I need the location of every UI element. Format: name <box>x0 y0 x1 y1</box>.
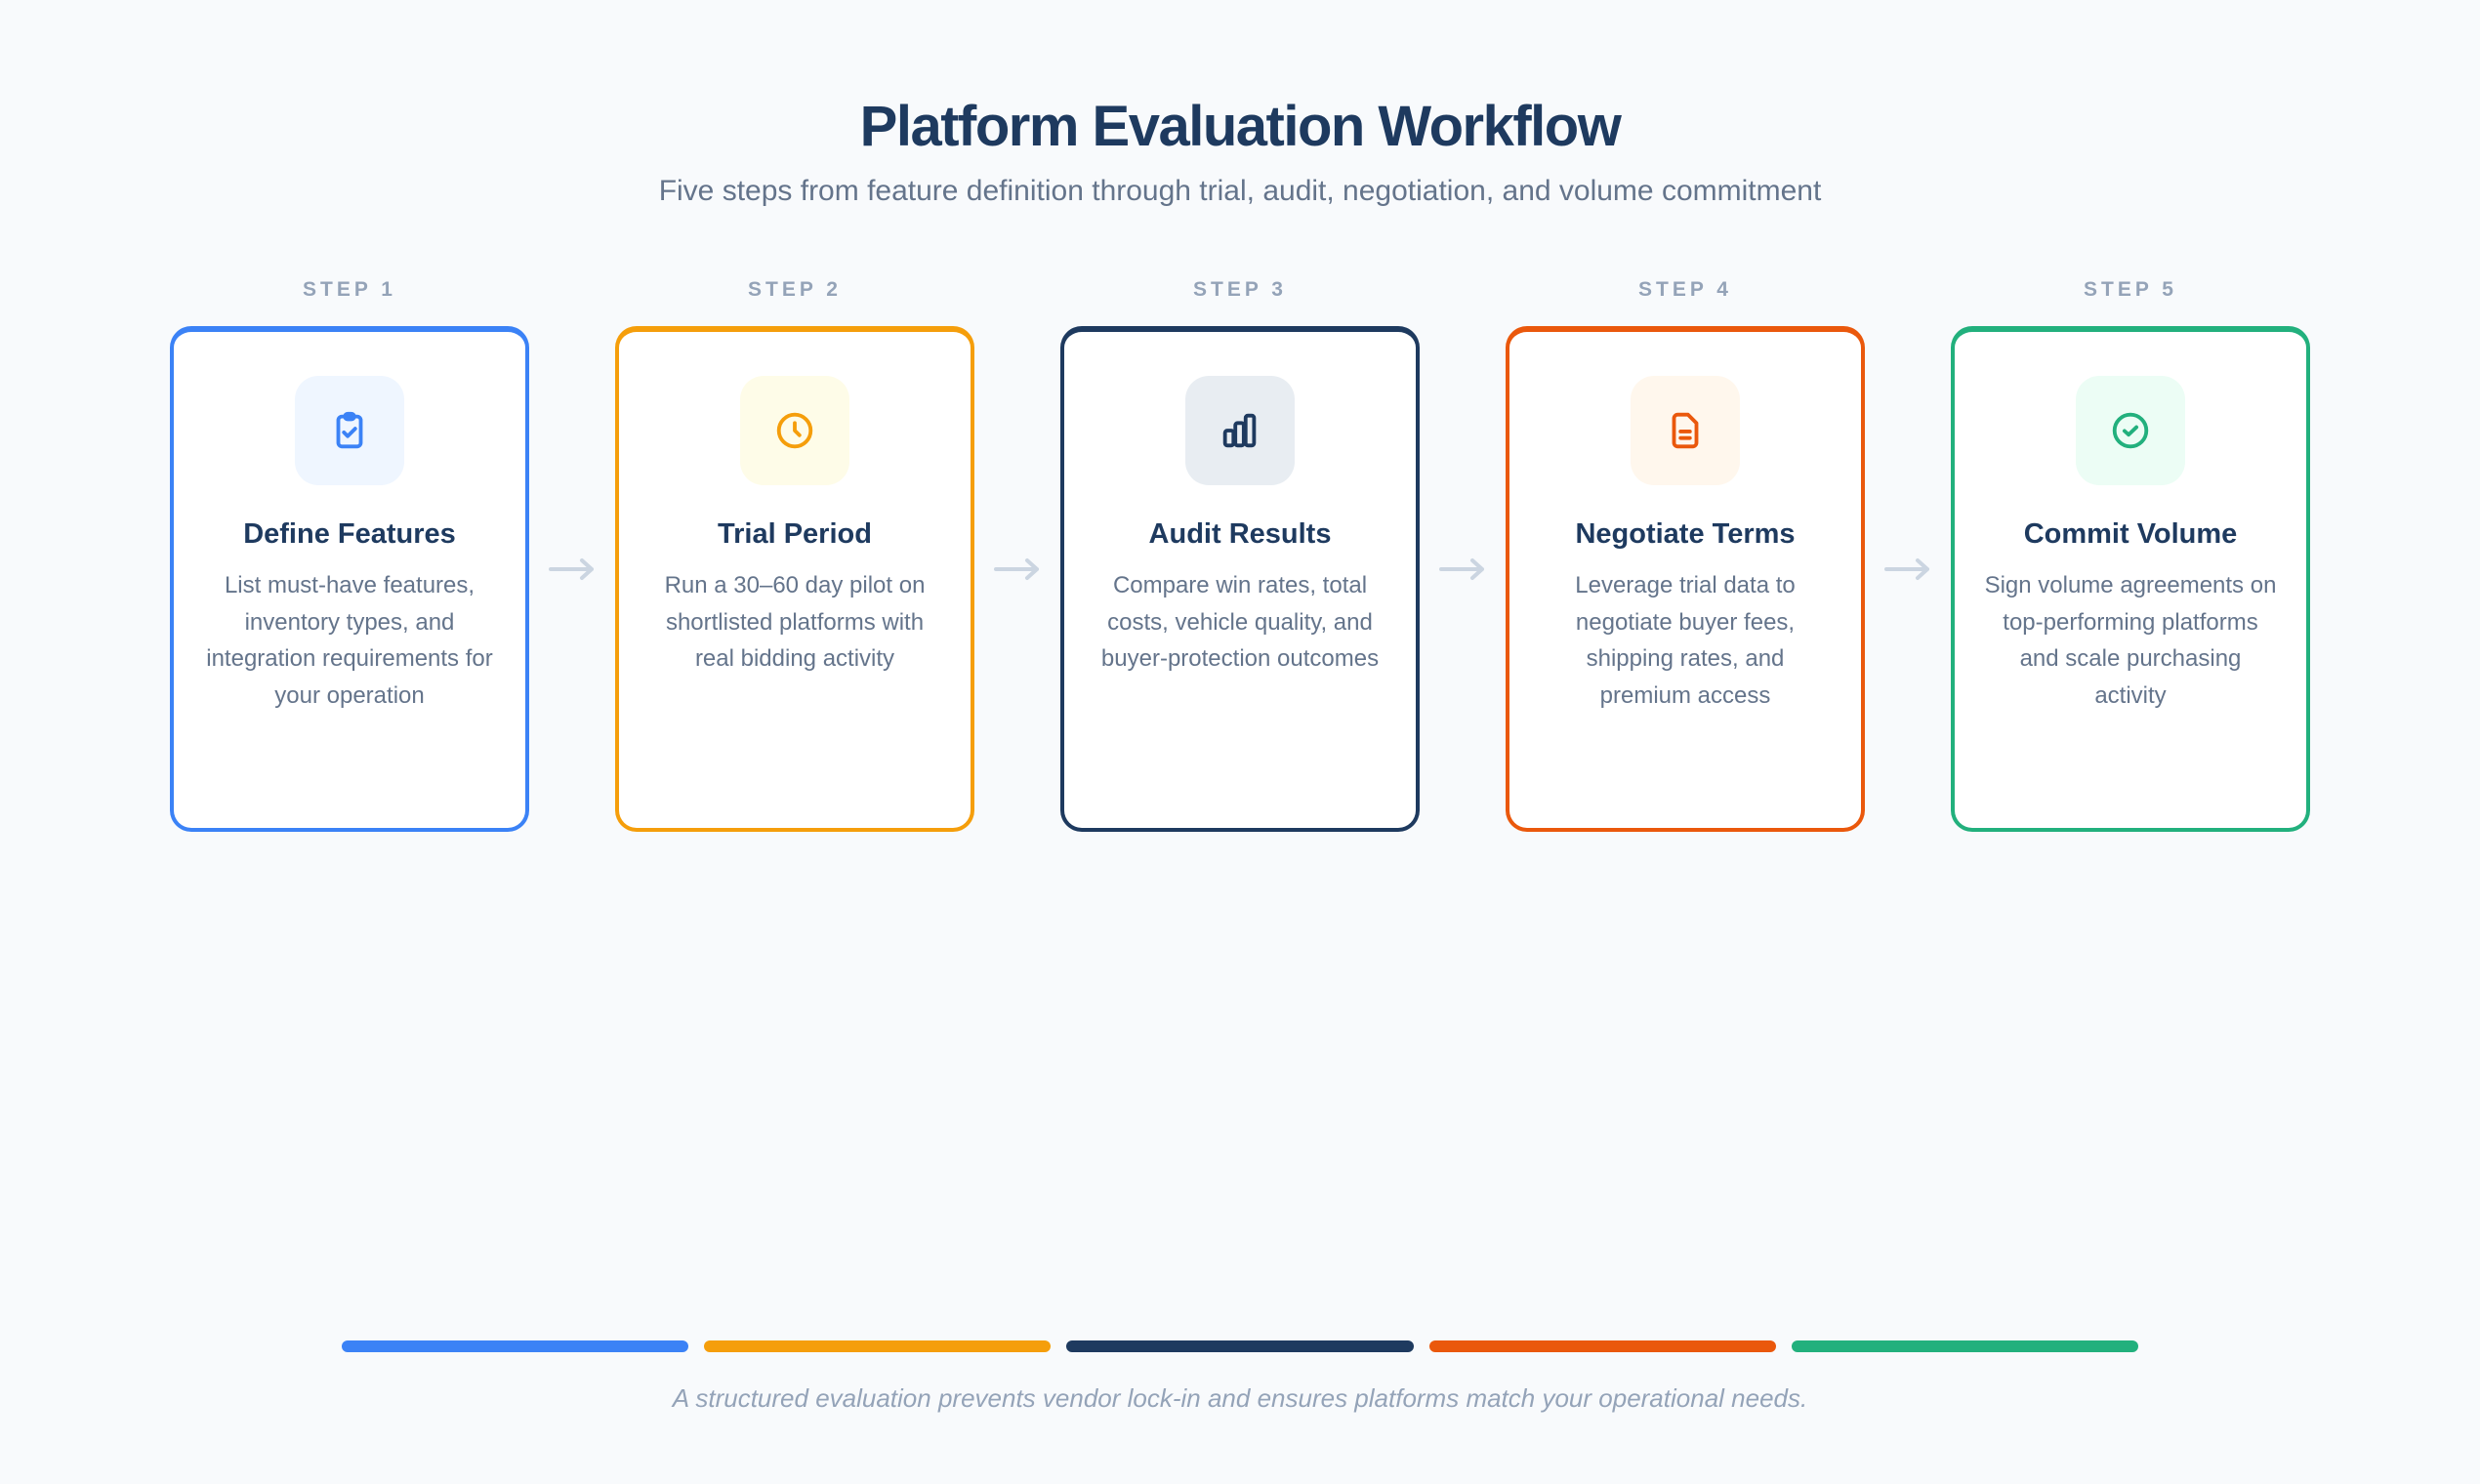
icon-box <box>295 376 404 485</box>
step-label: STEP 4 <box>1638 278 1732 301</box>
step-label: STEP 5 <box>2084 278 2177 301</box>
step-5: STEP 5 Commit Volume Sign volume agreeme… <box>1951 273 2310 832</box>
steps-row: STEP 1 Define Features List must-have fe… <box>170 273 2310 840</box>
page-subtitle: Five steps from feature definition throu… <box>658 175 1822 207</box>
step-card-audit-results: Audit Results Compare win rates, total c… <box>1060 326 1420 832</box>
progress-bar-step-3 <box>1066 1340 1414 1352</box>
step-label: STEP 3 <box>1193 278 1287 301</box>
icon-box <box>1185 376 1295 485</box>
footer-caption: A structured evaluation prevents vendor … <box>672 1383 1808 1413</box>
step-description: List must-have features, inventory types… <box>206 572 493 709</box>
step-card-define-features: Define Features List must-have features,… <box>170 326 529 832</box>
step-title: Audit Results <box>1148 518 1332 550</box>
progress-bar-step-5 <box>1791 1340 2139 1352</box>
step-title: Trial Period <box>718 518 872 550</box>
step-description: Sign volume agreements on top-performing… <box>1984 572 2277 709</box>
progress-bar-step-1 <box>342 1340 689 1352</box>
progress-bar-step-2 <box>704 1340 1052 1352</box>
step-card-trial-period: Trial Period Run a 30–60 day pilot on sh… <box>615 326 974 832</box>
clipboard-check-icon <box>336 411 363 449</box>
step-label: STEP 1 <box>303 278 396 301</box>
page-title: Platform Evaluation Workflow <box>859 95 1622 158</box>
step-4: STEP 4 Negotiate Terms Leverage trial da… <box>1506 273 1865 832</box>
step-label: STEP 2 <box>748 278 842 301</box>
icon-box <box>2076 376 2185 485</box>
step-2: STEP 2 Trial Period Run a 30–60 day pilo… <box>615 273 974 832</box>
step-description: Leverage trial data to negotiate buyer f… <box>1575 572 1796 709</box>
document-icon <box>1672 412 1699 449</box>
check-circle-icon <box>2112 412 2149 449</box>
arrow-right-icon <box>545 550 599 589</box>
clock-icon <box>776 412 813 449</box>
step-3: STEP 3 Audit Results Compare win rates, … <box>1060 273 1420 832</box>
arrow-right-icon <box>1881 550 1935 589</box>
step-description: Compare win rates, total costs, vehicle … <box>1100 572 1380 672</box>
icon-box <box>740 376 849 485</box>
step-title: Commit Volume <box>2023 518 2238 550</box>
step-card-commit-volume: Commit Volume Sign volume agreements on … <box>1951 326 2310 832</box>
step-title: Define Features <box>243 518 456 550</box>
step-card-negotiate-terms: Negotiate Terms Leverage trial data to n… <box>1506 326 1865 832</box>
icon-box <box>1631 376 1740 485</box>
arrow-right-icon <box>990 550 1045 589</box>
header: Platform Evaluation Workflow Five steps … <box>0 86 2480 213</box>
arrow-right-icon <box>1435 550 1490 589</box>
step-title: Negotiate Terms <box>1575 518 1796 550</box>
bar-chart-icon <box>1222 413 1257 448</box>
progress-bar-step-4 <box>1428 1340 1776 1352</box>
step-description: Run a 30–60 day pilot on shortlisted pla… <box>664 572 926 672</box>
step-1: STEP 1 Define Features List must-have fe… <box>170 273 529 832</box>
progress-bars <box>342 1340 2139 1352</box>
